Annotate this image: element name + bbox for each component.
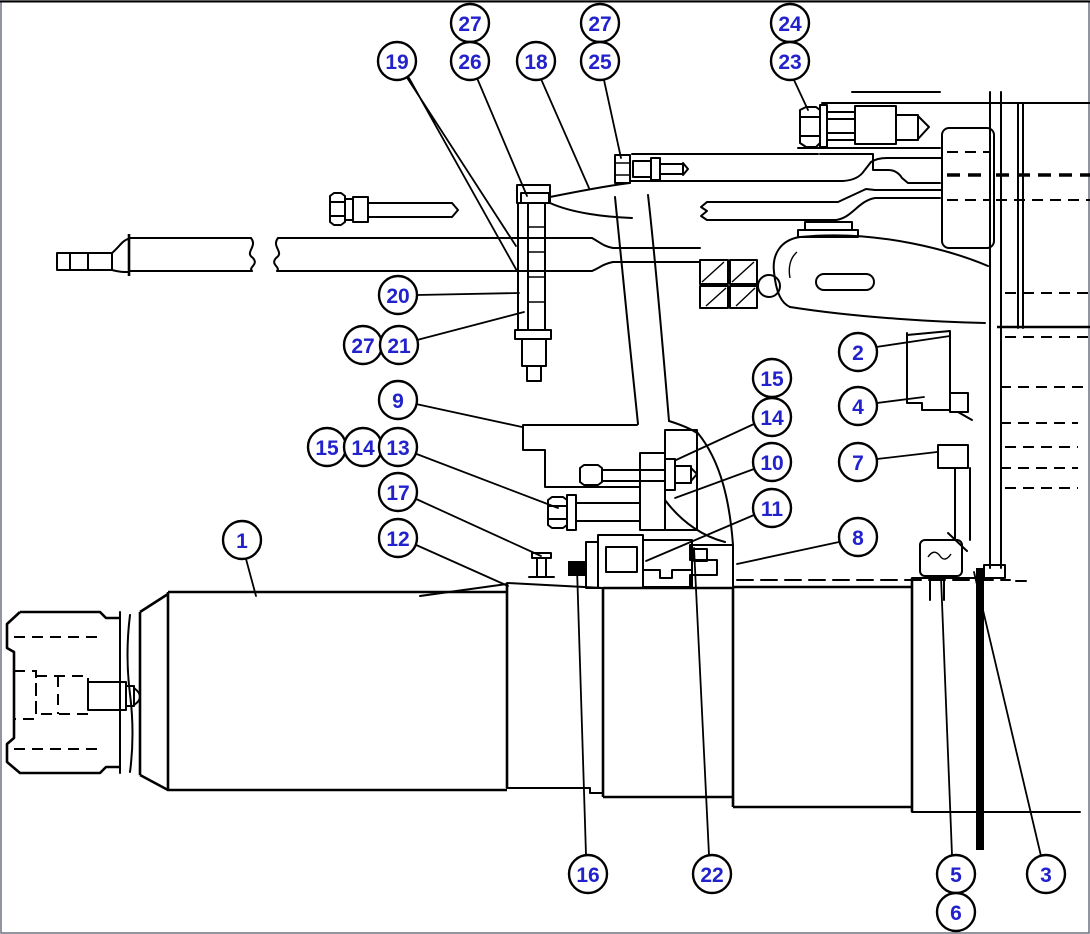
svg-text:19[interactable]: 19 [385, 51, 408, 74]
callout-22[interactable]: 22 [691, 853, 733, 895]
svg-text:18[interactable]: 18 [524, 51, 548, 74]
callout-15[interactable]: 15 [306, 426, 348, 468]
callout-27c[interactable]: 27 [342, 324, 384, 366]
floating-bolt [329, 192, 459, 226]
rod-gland-seals [528, 534, 734, 589]
callout-19[interactable]: 19 [376, 40, 418, 82]
svg-text:1[interactable]: 1 [236, 530, 248, 553]
plate-stack [514, 192, 552, 382]
callout-16[interactable]: 16 [567, 853, 609, 895]
callout-27[interactable]: 27 [449, 2, 491, 44]
svg-text:7[interactable]: 7 [852, 452, 864, 475]
svg-text:6[interactable]: 6 [950, 902, 962, 925]
cylinder-barrel [166, 564, 1081, 850]
svg-text:4[interactable]: 4 [852, 396, 864, 419]
svg-text:10[interactable]: 10 [760, 452, 783, 475]
svg-text:23[interactable]: 23 [778, 51, 801, 74]
callout-11[interactable]: 11 [751, 487, 793, 529]
callout-23[interactable]: 23 [769, 40, 811, 82]
svg-text:27[interactable]: 27 [458, 13, 481, 36]
retainer-block [919, 532, 968, 601]
svg-text:13[interactable]: 13 [386, 437, 409, 460]
clevis-and-eye [699, 234, 989, 324]
svg-text:21[interactable]: 21 [387, 335, 411, 358]
callout-6[interactable]: 6 [935, 891, 977, 933]
drawing-linework [5, 91, 1090, 850]
svg-text:20[interactable]: 20 [386, 285, 409, 308]
callout-4[interactable]: 4 [837, 385, 879, 427]
cylinder-end-cap [5, 592, 169, 792]
callout-26[interactable]: 26 [449, 40, 491, 82]
callout-14b[interactable]: 14 [751, 396, 793, 438]
svg-text:27[interactable]: 27 [351, 335, 374, 358]
svg-text:16[interactable]: 16 [576, 864, 599, 887]
svg-text:3[interactable]: 3 [1040, 864, 1052, 887]
callout-8[interactable]: 8 [837, 516, 879, 558]
right-frame [906, 91, 1090, 569]
svg-text:15[interactable]: 15 [315, 437, 339, 460]
callout-balloons: 19 27 26 18 27 25 24 23 20 27 21 2 4 7 9… [221, 2, 1067, 933]
tie-rod [56, 234, 701, 276]
svg-text:14[interactable]: 14 [351, 437, 375, 460]
svg-text:25[interactable]: 25 [588, 51, 612, 74]
svg-text:11[interactable]: 11 [761, 498, 784, 521]
callout-7[interactable]: 7 [837, 441, 879, 483]
callout-13[interactable]: 13 [377, 426, 419, 468]
callout-25[interactable]: 25 [579, 40, 621, 82]
callout-17[interactable]: 17 [377, 471, 419, 513]
svg-text:9[interactable]: 9 [392, 390, 404, 413]
svg-text:24[interactable]: 24 [778, 13, 802, 36]
callout-14[interactable]: 14 [342, 426, 384, 468]
callout-10[interactable]: 10 [751, 441, 793, 483]
svg-text:26[interactable]: 26 [458, 51, 481, 74]
svg-text:12[interactable]: 12 [386, 528, 409, 551]
upper-mount-plate [516, 147, 943, 219]
callout-2[interactable]: 2 [837, 331, 879, 373]
callout-18[interactable]: 18 [515, 40, 557, 82]
callout-3[interactable]: 3 [1025, 853, 1067, 895]
svg-text:2[interactable]: 2 [852, 342, 864, 365]
clamp-bolts [547, 458, 698, 531]
callout-9[interactable]: 9 [377, 379, 419, 421]
leader-lines [245, 75, 1042, 857]
svg-text:14[interactable]: 14 [760, 407, 784, 430]
svg-text:15[interactable]: 15 [760, 368, 784, 391]
svg-text:5[interactable]: 5 [950, 864, 962, 887]
support-bar [700, 188, 941, 238]
callout-27b[interactable]: 27 [579, 2, 621, 44]
svg-text:17[interactable]: 17 [386, 482, 409, 505]
callout-20[interactable]: 20 [377, 274, 419, 316]
svg-text:22[interactable]: 22 [700, 864, 723, 887]
svg-text:27[interactable]: 27 [588, 13, 611, 36]
callout-15b[interactable]: 15 [751, 357, 793, 399]
callout-24[interactable]: 24 [769, 2, 811, 44]
callout-1[interactable]: 1 [221, 519, 263, 561]
callout-12[interactable]: 12 [377, 517, 419, 559]
callout-21[interactable]: 21 [378, 324, 420, 366]
svg-text:8[interactable]: 8 [852, 527, 864, 550]
callout-5[interactable]: 5 [935, 853, 977, 895]
top-right-bolt [799, 91, 1090, 249]
